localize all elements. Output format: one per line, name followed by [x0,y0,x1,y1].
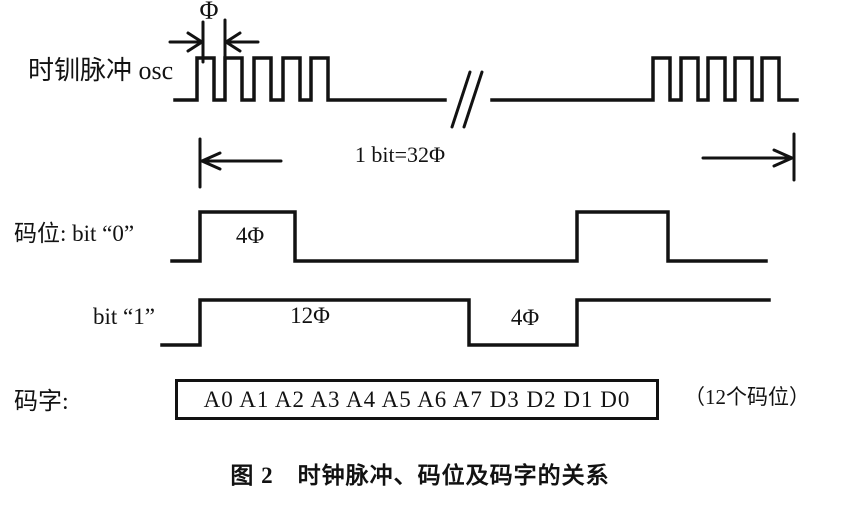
bit0-pulse-width-label: 4Φ [235,223,265,248]
codeword-row-label: 码字: [14,389,69,415]
bit1-low-width-label: 4Φ [510,305,540,330]
codeword-cells: A0 A1 A2 A3 A4 A5 A6 A7 D3 D2 D1 D0 [203,386,631,412]
waveform-break-slash-2 [462,70,484,129]
phi-arrow-right-head-upper [224,31,242,44]
bit-duration-label: 1 bit=32Φ [354,142,446,167]
bit1-waveform [160,298,771,347]
bit-span-arrow-right-head-upper [772,148,794,160]
bit-span-arrow-left-head-upper [200,151,222,163]
clock-waveform-label: 时钏脉冲 osc [28,56,174,85]
bit0-row-label: 码位: bit “0” [14,221,135,246]
phi-arrow-left-head-lower [186,40,204,53]
codeword-box: A0 A1 A2 A3 A4 A5 A6 A7 D3 D2 D1 D0 [175,379,659,420]
waveform-break-slash-1 [450,70,472,129]
phi-pulse-width-label: Φ [199,0,219,25]
figure-caption: 图 2 时钟脉冲、码位及码字的关系 [230,463,610,488]
clock-wave-right [490,56,799,102]
clock-wave-left [173,56,447,102]
bit1-row-label: bit “1” [93,304,155,329]
codeword-count-note: （12个码位） [684,385,810,409]
phi-arrow-left-head-upper [186,31,204,44]
bit-span-arrow-left-head-lower [200,159,222,171]
phi-arrow-right-head-lower [224,40,242,53]
bit0-waveform [170,210,768,263]
bit-span-arrow-right-head-lower [772,156,794,168]
bit1-high-width-label: 12Φ [290,303,330,328]
